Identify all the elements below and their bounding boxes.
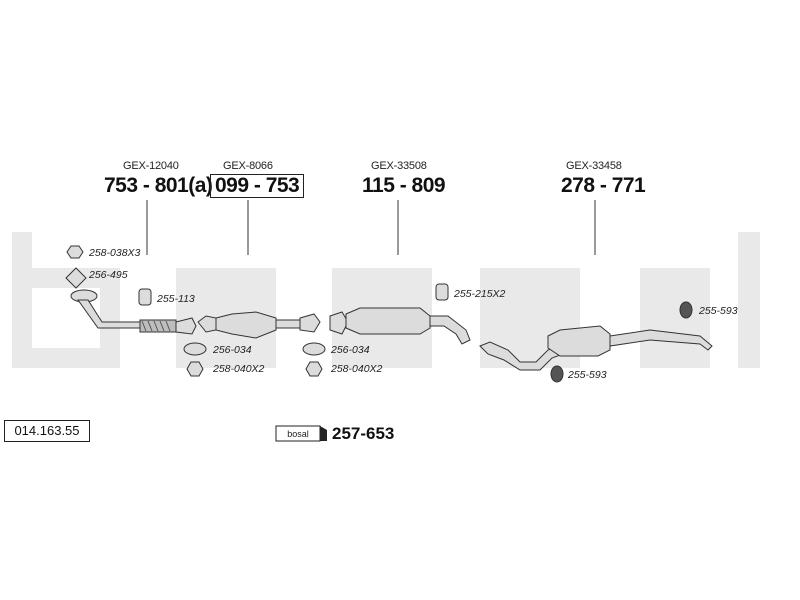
part-label: 255-593: [568, 369, 607, 381]
gex-label: GEX-33458: [566, 160, 622, 172]
part-label: 256-034: [213, 344, 252, 356]
catalog-reference: 014.163.55: [4, 420, 90, 442]
nut-icon: [305, 361, 323, 377]
part-number: 753 - 801(a): [104, 174, 213, 197]
clamp-icon: [138, 288, 152, 306]
gex-label: GEX-33508: [371, 160, 427, 172]
part-number: 115 - 809: [362, 174, 446, 197]
gasket-icon: [302, 342, 326, 356]
rear-silencer: [479, 325, 713, 371]
gasket-icon: [183, 342, 207, 356]
clamp-icon: [435, 283, 449, 301]
part-number: 278 - 771: [561, 174, 646, 197]
part-label: 255-593: [699, 305, 738, 317]
part-label: 255-113: [157, 293, 195, 305]
svg-text:bosal: bosal: [287, 429, 309, 439]
gex-label: GEX-8066: [223, 160, 273, 172]
part-label: 258-040X2: [213, 363, 265, 375]
part-number-boxed: 099 - 753: [210, 174, 305, 198]
part-label: 256-495: [89, 269, 128, 281]
part-label: 255-215X2: [454, 288, 506, 300]
gex-label: GEX-12040: [123, 160, 179, 172]
rubber-mount-icon: [679, 301, 693, 319]
part-label: 256-034: [331, 344, 370, 356]
part-label: 258-038X3: [89, 247, 141, 259]
front-pipe: [70, 289, 197, 335]
mounting-kit-number: 257-653: [332, 424, 395, 443]
catalytic-converter: [197, 311, 321, 339]
part-label: 258-040X2: [331, 363, 383, 375]
gasket-icon: [65, 267, 87, 289]
nut-icon: [66, 245, 84, 259]
bosal-logo: bosal: [275, 425, 327, 442]
middle-silencer: [329, 307, 471, 345]
nut-icon: [186, 361, 204, 377]
rubber-mount-icon: [550, 365, 564, 383]
